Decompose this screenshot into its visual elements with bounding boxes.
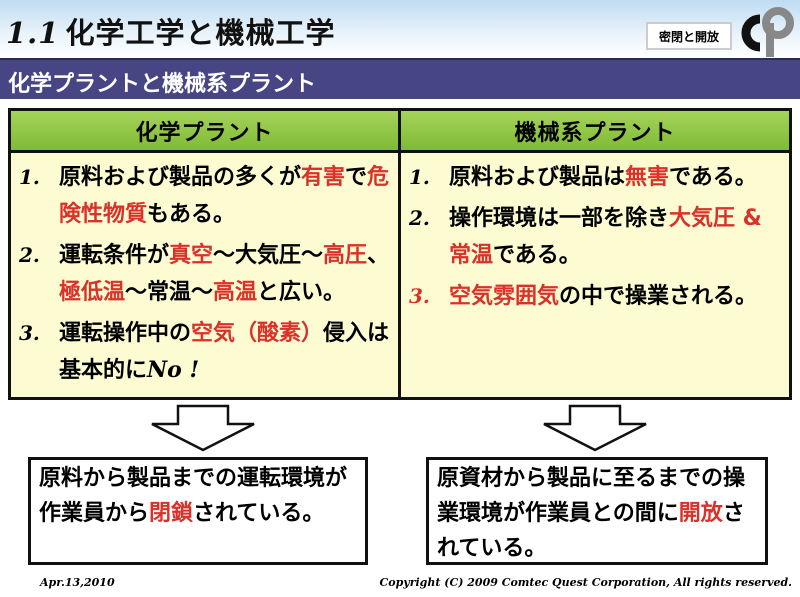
text-segment: で	[345, 165, 368, 190]
item-text: 空気雰囲気の中で操業される。	[449, 278, 757, 315]
list-item: 2. 操作環境は一部を除き大気圧 & 常温である。	[409, 200, 783, 274]
list-item: 1. 原料および製品の多くが有害で危険性物質もある。	[19, 159, 392, 233]
highlight-text: 極低温	[59, 280, 126, 305]
highlight-text: 無害	[625, 165, 670, 190]
highlight-text: 危険性物質	[59, 165, 390, 227]
list-item: 3. 運転操作中の空気（酸素）侵入は基本的にNo !	[19, 315, 392, 389]
item-number: 3.	[19, 321, 40, 345]
item-text: 原料および製品は無害である。	[449, 159, 757, 196]
highlight-text: 大気圧 & 常温	[449, 206, 762, 268]
topic-badge: 密閉と開放	[646, 22, 732, 50]
text-segment: 運転操作中の	[59, 321, 192, 346]
chemical-plant-column: 化学プラント 1. 原料および製品の多くが有害で危険性物質もある。 2. 運転条件が真…	[11, 111, 401, 397]
text-segment: 原資材から製品に至るまでの操業環境が作業員との間に	[437, 466, 746, 526]
highlight-text: 高温	[213, 280, 258, 305]
down-arrow-icon	[543, 404, 647, 452]
text-segment: 、	[367, 243, 390, 268]
copyright: Copyright (C) 2009 Comtec Quest Corporat…	[379, 576, 792, 589]
text-segment: の中で操業される。	[559, 284, 758, 309]
item-number: 3.	[409, 284, 430, 308]
text-segment: 侵入は基本的に	[59, 321, 390, 383]
text-segment: 原料および製品は	[449, 165, 626, 190]
chemical-conclusion-box: 原料から製品までの運転環境が作業員から閉鎖されている。	[28, 457, 368, 565]
text-segment: No !	[147, 357, 200, 383]
date: Apr.13,2010	[40, 576, 115, 589]
item-text: 原料および製品の多くが有害で危険性物質もある。	[59, 159, 392, 233]
item-number: 1.	[409, 165, 430, 189]
list-item: 2. 運転条件が真空～大気圧～高圧、極低温～常温～高温と広い。	[19, 237, 392, 311]
text-segment: 運転条件が	[59, 243, 170, 268]
column-heading: 化学プラント	[11, 111, 398, 153]
highlight-text: 高圧	[323, 243, 368, 268]
item-text: 運転操作中の空気（酸素）侵入は基本的にNo !	[59, 315, 392, 389]
text-segment: 操作環境は一部を除き	[449, 206, 670, 231]
highlight-text: 真空	[169, 243, 214, 268]
list-item: 1. 原料および製品は無害である。	[409, 159, 783, 196]
item-number: 2.	[19, 243, 40, 267]
column-heading: 機械系プラント	[401, 111, 789, 153]
text-segment: 原料および製品の多くが	[59, 165, 302, 190]
highlight-text: 有害	[301, 165, 346, 190]
list-item: 3. 空気雰囲気の中で操業される。	[409, 278, 783, 315]
highlight-text: 空気（酸素）	[191, 321, 324, 346]
item-number: 2.	[409, 206, 430, 230]
highlight-text: 空気雰囲気	[449, 284, 560, 309]
title-text: 化学工学と機械工学	[65, 16, 336, 50]
item-text: 運転条件が真空～大気圧～高圧、極低温～常温～高温と広い。	[59, 237, 392, 311]
comparison-table: 化学プラント 1. 原料および製品の多くが有害で危険性物質もある。 2. 運転条件が真…	[8, 108, 792, 400]
text-segment: もある。	[147, 202, 236, 227]
highlight-text: 開放	[678, 501, 723, 526]
item-text: 操作環境は一部を除き大気圧 & 常温である。	[449, 200, 783, 274]
section-number: 1.1	[6, 16, 60, 50]
text-segment: である。	[493, 243, 581, 268]
highlight-text: 閉鎖	[149, 501, 194, 526]
text-segment: されている。	[437, 501, 745, 561]
mechanical-plant-column: 機械系プラント 1.原料および製品は無害である。2.操作環境は一部を除き大気圧 …	[401, 111, 789, 397]
mechanical-conclusion-box: 原資材から製品に至るまでの操業環境が作業員との間に開放されている。	[426, 457, 768, 565]
text-segment: と広い。	[257, 280, 346, 305]
text-segment: ～大気圧～	[213, 243, 324, 268]
down-arrow-icon	[151, 404, 255, 452]
section-title: 化学プラントと機械系プラント	[0, 58, 800, 99]
company-logo-icon	[741, 7, 794, 57]
item-number: 1.	[19, 165, 40, 189]
text-segment: である。	[669, 165, 757, 190]
text-segment: されている。	[193, 501, 325, 526]
text-segment: 原料から製品までの運転環境が作業員から	[39, 466, 348, 526]
text-segment: ～常温～	[125, 280, 214, 305]
